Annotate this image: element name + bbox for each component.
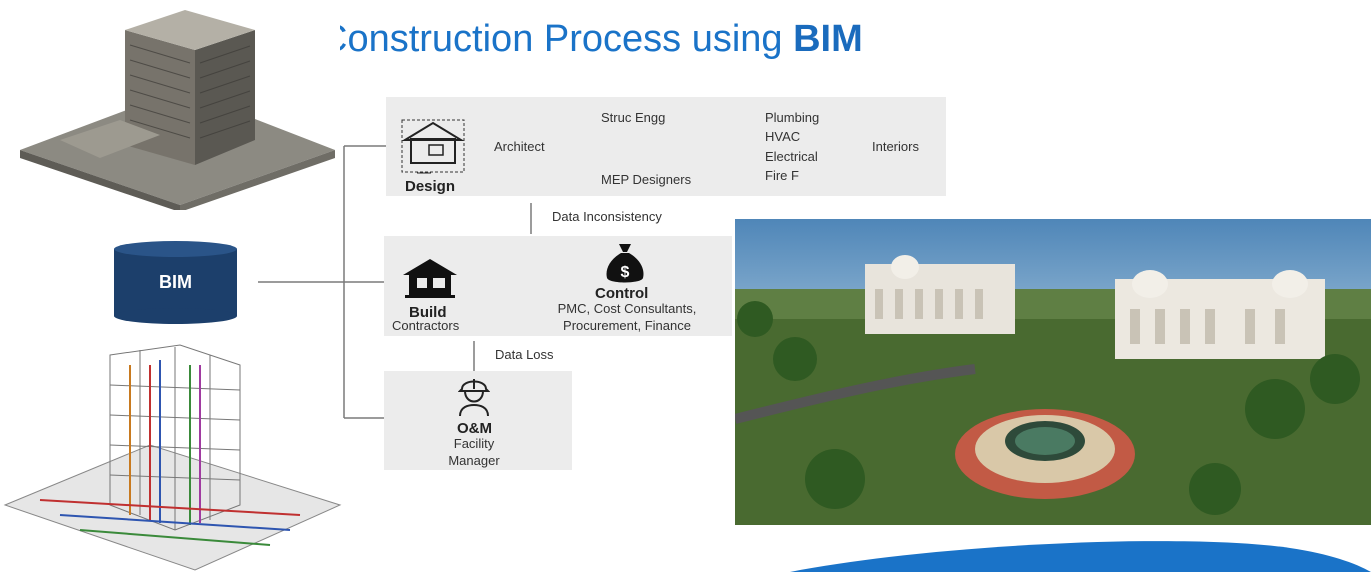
om-label: O&M <box>457 420 492 437</box>
manager-label: Manager <box>448 453 500 468</box>
bim-cylinder <box>114 241 237 324</box>
worker-helmet-icon <box>458 379 490 417</box>
design-panel <box>386 97 946 196</box>
money-bag-icon: $ <box>606 244 644 283</box>
service-hvac: HVAC <box>765 129 801 144</box>
service-electrical: Electrical <box>765 149 818 164</box>
design-label: Design <box>405 178 456 195</box>
service-plumbing: Plumbing <box>765 110 820 125</box>
facility-label: Facility <box>453 436 495 451</box>
control-line1: PMC, Cost Consultants, <box>557 301 697 316</box>
svg-text:$: $ <box>621 264 630 281</box>
control-line2: Procurement, Finance <box>563 318 691 333</box>
house-icon <box>403 259 457 298</box>
interiors-label: Interiors <box>872 139 919 154</box>
bim-label: BIM <box>159 272 192 292</box>
build-label: Build <box>409 304 447 321</box>
struc-engg-label: Struc Engg <box>601 110 666 125</box>
control-label: Control <box>595 285 649 302</box>
house-plan-icon <box>401 119 465 174</box>
page-title: Construction Process using BIM <box>320 18 863 61</box>
om-panel <box>384 371 572 470</box>
service-fire: Fire F <box>765 168 799 183</box>
title-bold: BIM <box>793 18 863 60</box>
mep-designers-label: MEP Designers <box>601 172 692 187</box>
building-render-image <box>0 0 340 210</box>
blue-wave-decoration <box>790 541 1371 572</box>
data-loss-label: Data Loss <box>495 347 554 362</box>
palace-aerial-photo <box>735 219 1371 525</box>
contractors-label: Contractors <box>392 318 460 333</box>
data-inconsistency-label: Data Inconsistency <box>552 209 662 224</box>
mep-model-image <box>3 344 342 571</box>
title-regular: Construction Process using <box>320 18 794 60</box>
architect-label: Architect <box>494 139 545 154</box>
